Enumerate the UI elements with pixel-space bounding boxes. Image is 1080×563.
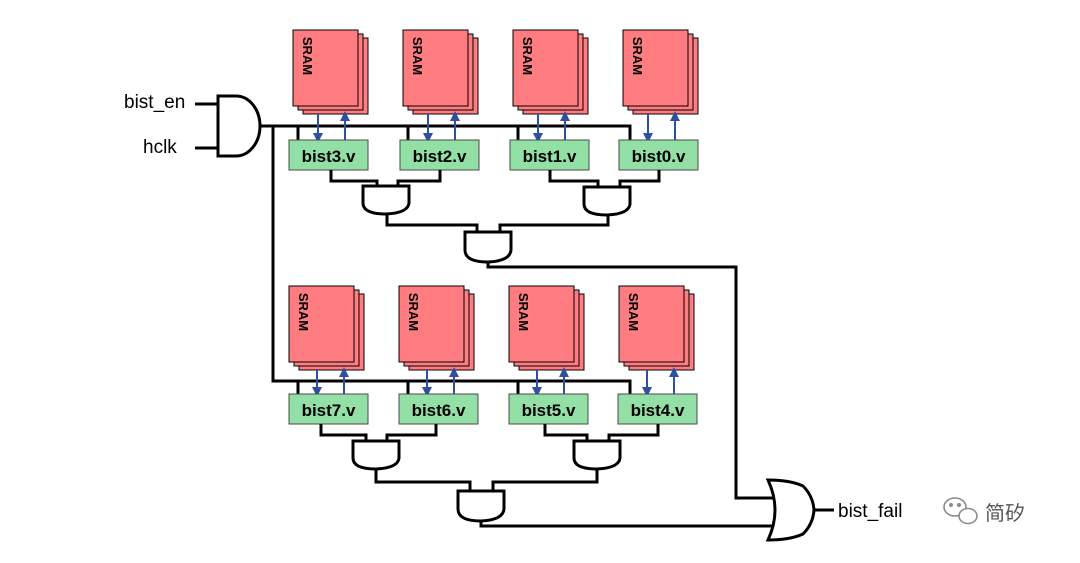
bist-block: bist1.v	[509, 139, 590, 171]
sram-label: SRAM	[630, 37, 645, 75]
bist-block-label: bist6.v	[412, 401, 466, 420]
bist-block-label: bist2.v	[413, 147, 467, 166]
or-gate	[456, 489, 506, 523]
bist-block: bist6.v	[398, 393, 479, 425]
bist-block-label: bist0.v	[632, 147, 686, 166]
bist-block: bist0.v	[618, 139, 699, 171]
sram-label: SRAM	[520, 37, 535, 75]
sram-label: SRAM	[296, 293, 311, 331]
or-gate	[361, 184, 411, 216]
sram-label: SRAM	[406, 293, 421, 331]
or-gate	[572, 439, 622, 471]
or-tree-wires-bottom	[319, 424, 778, 528]
enable-clock-bus	[260, 124, 632, 394]
sram-label: SRAM	[300, 37, 315, 75]
sram-stack: SRAM	[292, 29, 369, 115]
or-gate	[582, 185, 632, 217]
bist-block: bist3.v	[288, 139, 369, 171]
bist-block: bist4.v	[617, 393, 698, 425]
input-and-gate	[216, 94, 262, 158]
or-gate	[351, 439, 401, 471]
sram-stack: SRAM	[288, 285, 365, 371]
bist-block: bist2.v	[399, 139, 480, 171]
bist-block-label: bist1.v	[523, 147, 577, 166]
bist-en-label: bist_en	[124, 92, 185, 113]
bist-block-label: bist5.v	[522, 401, 576, 420]
bist-fail-label: bist_fail	[838, 501, 902, 522]
sram-stack: SRAM	[398, 285, 475, 371]
sram-stack: SRAM	[622, 29, 699, 115]
sram-stack: SRAM	[402, 29, 479, 115]
sram-label: SRAM	[410, 37, 425, 75]
bist-block: bist7.v	[288, 393, 369, 425]
sram-bist-arrows	[313, 111, 680, 143]
watermark-text: 简矽	[985, 502, 1025, 525]
or-gate	[463, 230, 513, 264]
or-tree-wires-top	[329, 170, 773, 500]
hclk-label: hclk	[143, 137, 177, 158]
bist-block-label: bist3.v	[302, 147, 356, 166]
bist-block-label: bist4.v	[631, 401, 685, 420]
bist-block: bist5.v	[508, 393, 589, 425]
final-or-gate	[765, 478, 816, 542]
wechat-icon	[943, 497, 978, 525]
bist-block-label: bist7.v	[302, 401, 356, 420]
sram-label: SRAM	[626, 293, 641, 331]
sram-bist-arrows	[312, 367, 679, 397]
sram-label: SRAM	[516, 293, 531, 331]
sram-stack: SRAM	[512, 29, 589, 115]
sram-stack: SRAM	[618, 285, 695, 371]
sram-stack: SRAM	[508, 285, 585, 371]
